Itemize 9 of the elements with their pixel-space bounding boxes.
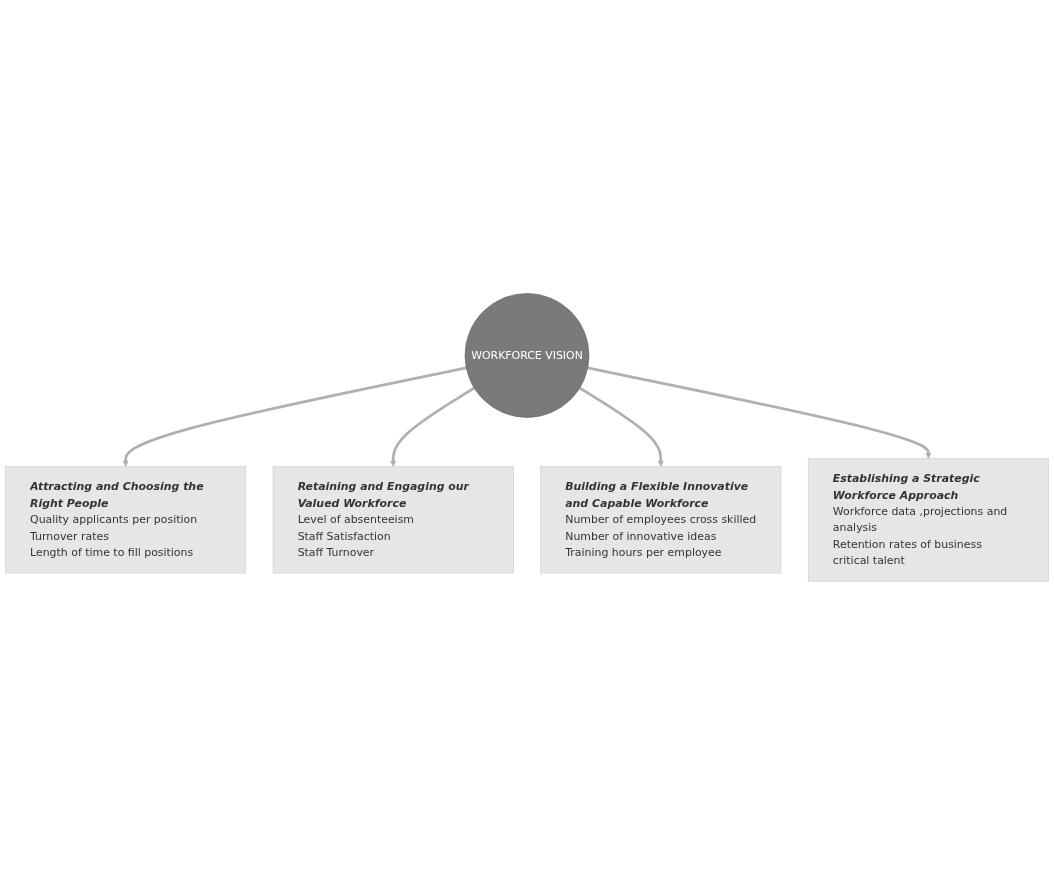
node-box: Establishing a Strategic Workforce Approach Workforce data ,projections and analysis Retention rates of business critical talent	[807, 457, 1049, 582]
node-box: Attracting and Choosing the Right People Quality applicants per position Turnover rates Length of time to fill positions	[5, 465, 247, 574]
node-box: Retaining and Engaging our Valued Workforce Level of absenteeism Staff Satisfaction Staff Turnover	[272, 465, 514, 574]
node-box: Building a Flexible Innovative and Capable Workforce Number of employees cross skilled Number of innovative ideas Training hours per employee	[540, 465, 782, 574]
arrow	[390, 386, 475, 467]
arrow	[579, 386, 664, 467]
arrow	[122, 366, 467, 467]
arrow	[587, 366, 932, 459]
node-circle: WORKFORCE VISION	[464, 292, 590, 418]
